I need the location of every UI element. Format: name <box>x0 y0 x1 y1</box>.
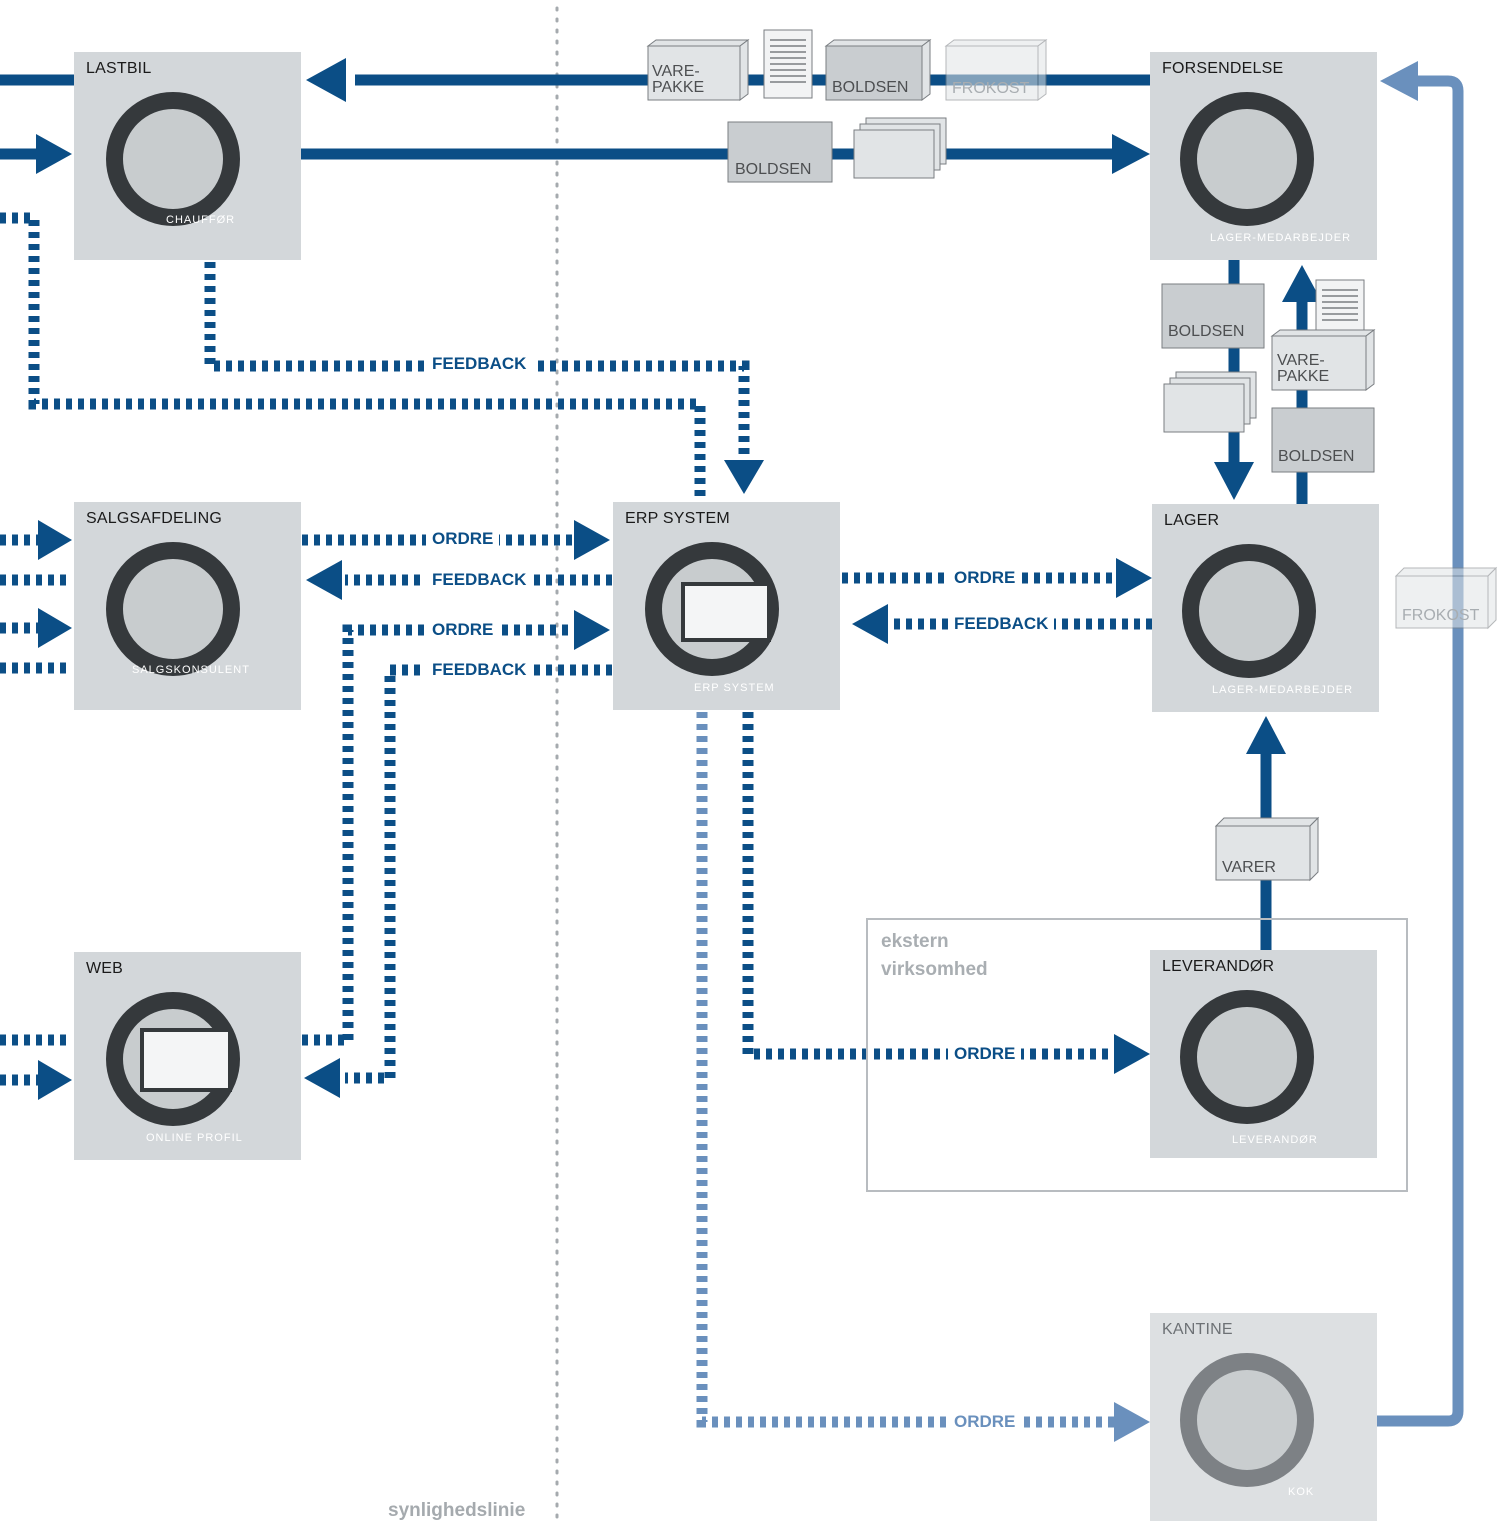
node-title: SALGSAFDELING <box>86 510 222 528</box>
pkg-frokost-top-label: FROKOST <box>952 81 1029 97</box>
node-leverandor[interactable]: LEVERANDØR <box>1150 950 1377 1158</box>
flow-kantine-to-forsendelse <box>1360 81 1458 1421</box>
monitor-icon <box>140 1028 232 1092</box>
label-ordre-erp-kantine: ORDRE <box>948 1412 1021 1432</box>
node-title: KANTINE <box>1162 1321 1233 1339</box>
node-title: LEVERANDØR <box>1162 958 1274 976</box>
node-title: FORSENDELSE <box>1162 60 1283 78</box>
node-lager[interactable]: LAGER <box>1152 504 1379 712</box>
external-company-label: ekstern virksomhed <box>881 928 988 984</box>
chauffeur-icon <box>106 92 240 226</box>
node-title: ERP SYSTEM <box>625 510 730 528</box>
role-kantine: KOK <box>1288 1486 1314 1498</box>
label-feedback-erp-web: FEEDBACK <box>426 660 532 680</box>
warehouse-worker-icon <box>1180 92 1314 226</box>
role-web: ONLINE PROFIL <box>146 1132 243 1144</box>
arrowhead-left <box>306 58 346 102</box>
supplier-icon <box>1180 990 1314 1124</box>
pkg-varepakke-vert-label: VARE- PAKKE <box>1277 353 1329 385</box>
sales-consultant-icon <box>106 542 240 676</box>
pkg-varer-label: VARER <box>1222 860 1276 876</box>
label-ordre-web-erp: ORDRE <box>426 620 499 640</box>
label-feedback-top: FEEDBACK <box>426 354 532 374</box>
node-title: LASTBIL <box>86 60 151 78</box>
package-stack-vert <box>1164 372 1256 432</box>
role-lager: LAGER-MEDARBEJDER <box>1212 684 1353 696</box>
package-stack-2 <box>854 118 946 178</box>
node-web[interactable]: WEB <box>74 952 301 1160</box>
role-erp: ERP SYSTEM <box>694 682 775 694</box>
pkg-boldsen-top-label: BOLDSEN <box>832 80 908 96</box>
label-ordre-sales-erp: ORDRE <box>426 529 499 549</box>
pkg-varepakke-top-label: VARE- PAKKE <box>652 64 704 96</box>
cook-icon <box>1180 1353 1314 1487</box>
monitor-icon <box>681 582 771 642</box>
role-forsendelse: LAGER-MEDARBEJDER <box>1210 232 1351 244</box>
node-lastbil[interactable]: LASTBIL <box>74 52 301 260</box>
node-kantine[interactable]: KANTINE <box>1150 1313 1377 1521</box>
label-feedback-erp-sales: FEEDBACK <box>426 570 532 590</box>
warehouse-worker-icon <box>1182 544 1316 678</box>
pkg-boldsen-vert-1-label: BOLDSEN <box>1168 324 1244 340</box>
label-feedback-lager-erp: FEEDBACK <box>948 614 1054 634</box>
pkg-boldsen-vert-2-label: BOLDSEN <box>1278 449 1354 465</box>
label-ordre-erp-lager: ORDRE <box>948 568 1021 588</box>
node-title: LAGER <box>1164 512 1219 530</box>
role-salgs: SALGSKONSULENT <box>132 664 250 676</box>
role-leverandor: LEVERANDØR <box>1232 1134 1318 1146</box>
label-ordre-erp-leverandor: ORDRE <box>948 1044 1021 1064</box>
role-chauffor: CHAUFFØR <box>166 214 235 226</box>
node-salgsafdeling[interactable]: SALGSAFDELING <box>74 502 301 710</box>
node-forsendelse[interactable]: FORSENDELSE <box>1150 52 1377 260</box>
node-erp-system[interactable]: ERP SYSTEM <box>613 502 840 710</box>
pkg-boldsen-2-label: BOLDSEN <box>735 162 811 178</box>
node-title: WEB <box>86 960 123 978</box>
pkg-frokost-right-label: FROKOST <box>1402 608 1479 624</box>
visibility-line-label: synlighedslinie <box>388 1500 525 1522</box>
